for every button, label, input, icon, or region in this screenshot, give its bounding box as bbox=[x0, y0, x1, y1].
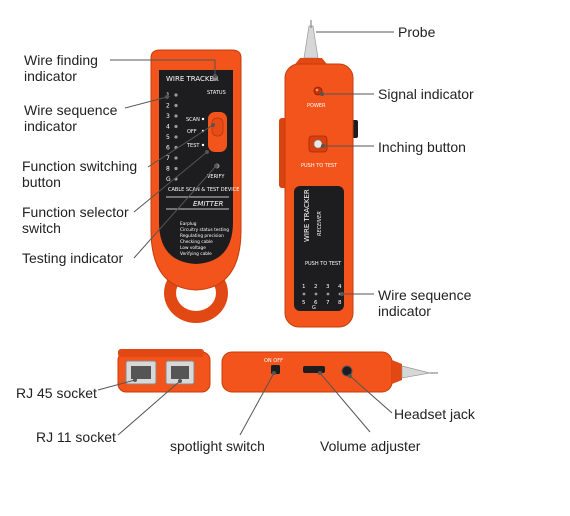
headset-jack[interactable] bbox=[341, 365, 353, 377]
label-wire-sequence-right-line1: Wire sequence bbox=[378, 287, 472, 303]
emitter-status: STATUS bbox=[207, 90, 226, 96]
label-wire-sequence-right: Wire sequence indicator bbox=[378, 287, 471, 319]
receiver-wire-tracker: WIRE TRACKER bbox=[303, 189, 311, 242]
label-function-switching-line2: button bbox=[22, 174, 61, 190]
label-signal-indicator: Signal indicator bbox=[378, 86, 474, 102]
receiver-number-label: 7 bbox=[326, 300, 330, 306]
receiver-number-label: 6 bbox=[314, 300, 318, 306]
function-switching-button[interactable] bbox=[211, 117, 224, 137]
label-function-switching-button: Function switching button bbox=[22, 158, 137, 190]
emitter-sequence-led bbox=[174, 156, 178, 160]
label-testing-indicator: Testing indicator bbox=[22, 250, 124, 266]
emitter-number-label: 8 bbox=[166, 166, 170, 173]
emitter-sequence-led bbox=[174, 103, 178, 108]
label-probe: Probe bbox=[398, 24, 436, 40]
label-wire-sequence-left-line2: indicator bbox=[24, 118, 77, 134]
label-function-selector-line2: switch bbox=[22, 220, 61, 236]
receiver-number-label: 4 bbox=[338, 284, 342, 290]
label-spotlight-switch: spotlight switch bbox=[170, 438, 265, 454]
emitter-number-label: G bbox=[166, 176, 171, 183]
callout-lines bbox=[97, 31, 394, 436]
emitter-sequence-led bbox=[174, 135, 178, 139]
receiver-sequence-leds: 1 2 3 4 5 6 7 8G bbox=[302, 284, 342, 311]
label-wire-finding-indicator-line2: indicator bbox=[24, 68, 77, 84]
emitter-verify: VERIFY bbox=[207, 174, 225, 180]
signal-led bbox=[313, 86, 323, 96]
emitter-feature: Checking cable bbox=[180, 239, 213, 245]
receiver-side-label: ON OFF bbox=[264, 358, 283, 364]
emitter-feature: Circuitry status testing bbox=[180, 227, 229, 233]
emitter-number-label: 6 bbox=[166, 145, 170, 152]
emitter-scan: SCAN bbox=[186, 117, 200, 123]
label-wire-finding-indicator-line1: Wire finding bbox=[24, 52, 98, 68]
label-wire-sequence-left-line1: Wire sequence bbox=[24, 102, 118, 118]
receiver-g-label: G bbox=[312, 305, 316, 311]
label-function-selector-line1: Function selector bbox=[22, 204, 129, 220]
receiver-number-label: 3 bbox=[326, 284, 330, 290]
receiver-sequence-led bbox=[314, 292, 318, 296]
emitter-feature: Earplug bbox=[180, 221, 197, 227]
label-volume-adjuster: Volume adjuster bbox=[320, 438, 421, 454]
label-wire-finding-indicator: Wire finding indicator bbox=[24, 52, 98, 84]
emitter-feature: Low voltage bbox=[180, 245, 206, 251]
emitter-number-label: 2 bbox=[166, 103, 170, 110]
emitter-number-label: 7 bbox=[166, 155, 170, 162]
emitter-number-label: 4 bbox=[166, 124, 170, 131]
receiver-panel bbox=[294, 186, 344, 311]
receiver-push-to-test-2: PUSH TO TEST bbox=[305, 261, 342, 267]
label-function-selector-switch: Function selector switch bbox=[22, 204, 129, 236]
emitter-top-view bbox=[117, 349, 211, 393]
label-wire-sequence-right-line2: indicator bbox=[378, 303, 431, 319]
emitter-title: WIRE TRACKER bbox=[166, 75, 219, 83]
emitter-name: EMITTER bbox=[193, 200, 224, 208]
emitter-sequence-led bbox=[174, 124, 178, 129]
label-wire-sequence-left: Wire sequence indicator bbox=[24, 102, 117, 134]
emitter-feature: Verifying cable bbox=[180, 251, 212, 257]
emitter-sequence-led bbox=[174, 93, 178, 97]
receiver-number-label: 1 bbox=[302, 284, 306, 290]
emitter-off: OFF bbox=[187, 129, 197, 135]
receiver-number-label: 8 bbox=[338, 300, 342, 306]
label-rj11-socket: RJ 11 socket bbox=[36, 429, 116, 445]
receiver-power: POWER bbox=[307, 103, 326, 109]
emitter-number-label: 3 bbox=[166, 113, 170, 120]
receiver-push-to-test: PUSH TO TEST bbox=[301, 163, 338, 169]
emitter-test: TEST bbox=[186, 143, 200, 149]
label-rj45-socket: RJ 45 socket bbox=[16, 385, 97, 401]
receiver-name: RECEIVER bbox=[317, 211, 323, 236]
emitter-number-label: 5 bbox=[166, 134, 170, 141]
emitter-cable-scan: CABLE SCAN & TEST DEVICE bbox=[168, 187, 239, 193]
receiver-side-view: ON OFF bbox=[221, 351, 438, 393]
emitter-sequence-led bbox=[174, 114, 178, 118]
receiver-sequence-led bbox=[326, 292, 330, 296]
label-inching-button: Inching button bbox=[378, 139, 466, 155]
receiver-probe bbox=[303, 25, 319, 59]
label-function-switching-line1: Function switching bbox=[22, 158, 138, 174]
receiver-device: POWER PUSH TO TEST WIRE TRACKER RECEIVER… bbox=[279, 20, 358, 328]
receiver-sequence-led bbox=[302, 292, 306, 296]
receiver-number-label: 2 bbox=[314, 284, 318, 290]
emitter-feature: Regulating precision bbox=[180, 233, 224, 239]
receiver-number-label: 5 bbox=[302, 300, 306, 306]
emitter-sequence-led bbox=[174, 166, 178, 171]
label-headset-jack: Headset jack bbox=[394, 406, 475, 422]
